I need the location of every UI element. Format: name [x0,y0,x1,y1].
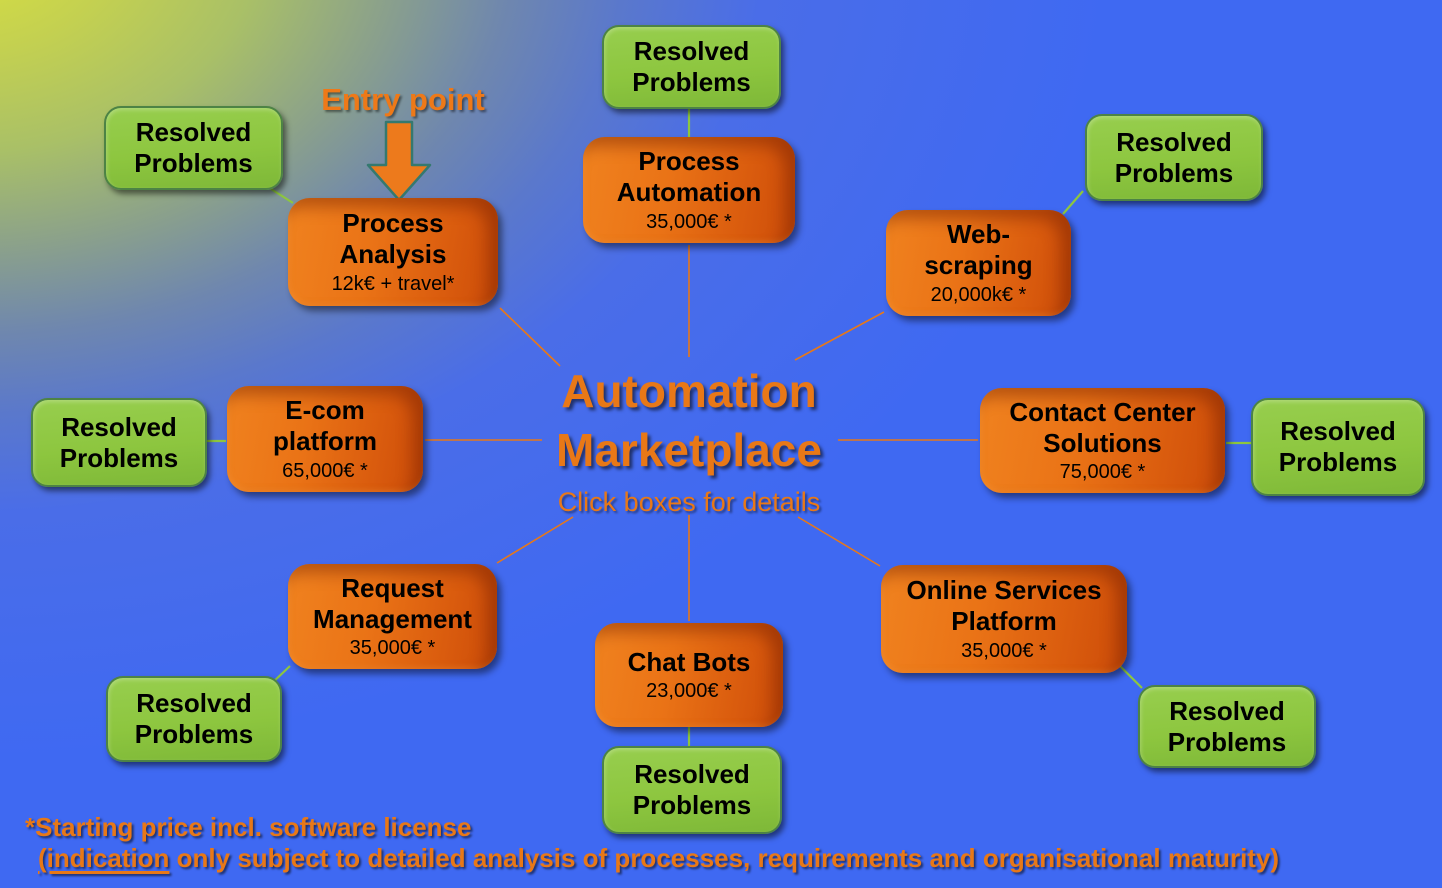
node-process-automation[interactable]: Process Automation 35,000€ * [583,137,795,243]
footnote-rest: only subject to detailed analysis of pro… [169,843,1280,874]
footnote-line2: (indication only subject to detailed ana… [38,843,1425,874]
node-title: E-com platform [273,395,377,456]
node-price: 35,000€ * [961,639,1047,662]
node-ecom-platform[interactable]: E-com platform 65,000€ * [227,386,423,492]
node-price: 23,000€ * [646,680,732,703]
resolved-problems-chat-bots[interactable]: Resolved Problems [602,746,782,834]
node-title: Web- scraping [924,219,1033,280]
footnote: *Starting price incl. software license (… [25,812,1425,874]
resolved-problems-process-analysis[interactable]: Resolved Problems [104,106,283,190]
node-process-analysis[interactable]: Process Analysis 12k€ + travel* [288,198,498,306]
node-request-management[interactable]: Request Management 35,000€ * [288,564,497,669]
node-web-scraping[interactable]: Web- scraping 20,000k€ * [886,210,1071,316]
connector-green-web-scraping [1062,190,1084,215]
node-price: 20,000k€ * [930,283,1027,306]
node-price: 65,000€ * [282,459,368,482]
node-price: 35,000€ * [646,210,732,233]
resolved-problems-process-automation[interactable]: Resolved Problems [602,25,781,109]
node-contact-center-solutions[interactable]: Contact Center Solutions 75,000€ * [980,388,1225,493]
footnote-line1: *Starting price incl. software license [25,812,472,842]
node-title: Process Analysis [339,208,447,269]
connector-center-topright [794,311,885,361]
node-price: 12k€ + travel* [331,272,455,295]
connector-green-online-services [1119,665,1143,689]
connector-center-bottomleft [496,516,574,564]
resolved-problems-web-scraping[interactable]: Resolved Problems [1085,114,1263,201]
connector-center-topleft [499,307,561,367]
entry-point-label: Entry point [321,82,485,117]
node-title: Contact Center Solutions [1009,396,1196,458]
resolved-problems-request-management[interactable]: Resolved Problems [106,676,282,762]
resolved-problems-contact-center[interactable]: Resolved Problems [1251,398,1425,496]
node-title: Process Automation [616,146,762,207]
node-online-services-platform[interactable]: Online Services Platform 35,000€ * [881,565,1127,673]
footnote-underlined: (indication [38,843,170,874]
node-price: 35,000€ * [349,637,436,660]
node-title: Online Services Platform [906,575,1102,636]
node-title: Chat Bots [627,646,751,677]
node-chat-bots[interactable]: Chat Bots 23,000€ * [595,623,783,727]
node-title: Request Management [313,572,472,634]
resolved-problems-online-services[interactable]: Resolved Problems [1138,685,1316,768]
entry-point-arrow-icon [366,120,432,202]
node-price: 75,000€ * [1059,461,1146,484]
resolved-problems-ecom-platform[interactable]: Resolved Problems [31,398,207,487]
connector-center-bottomright [797,516,881,567]
